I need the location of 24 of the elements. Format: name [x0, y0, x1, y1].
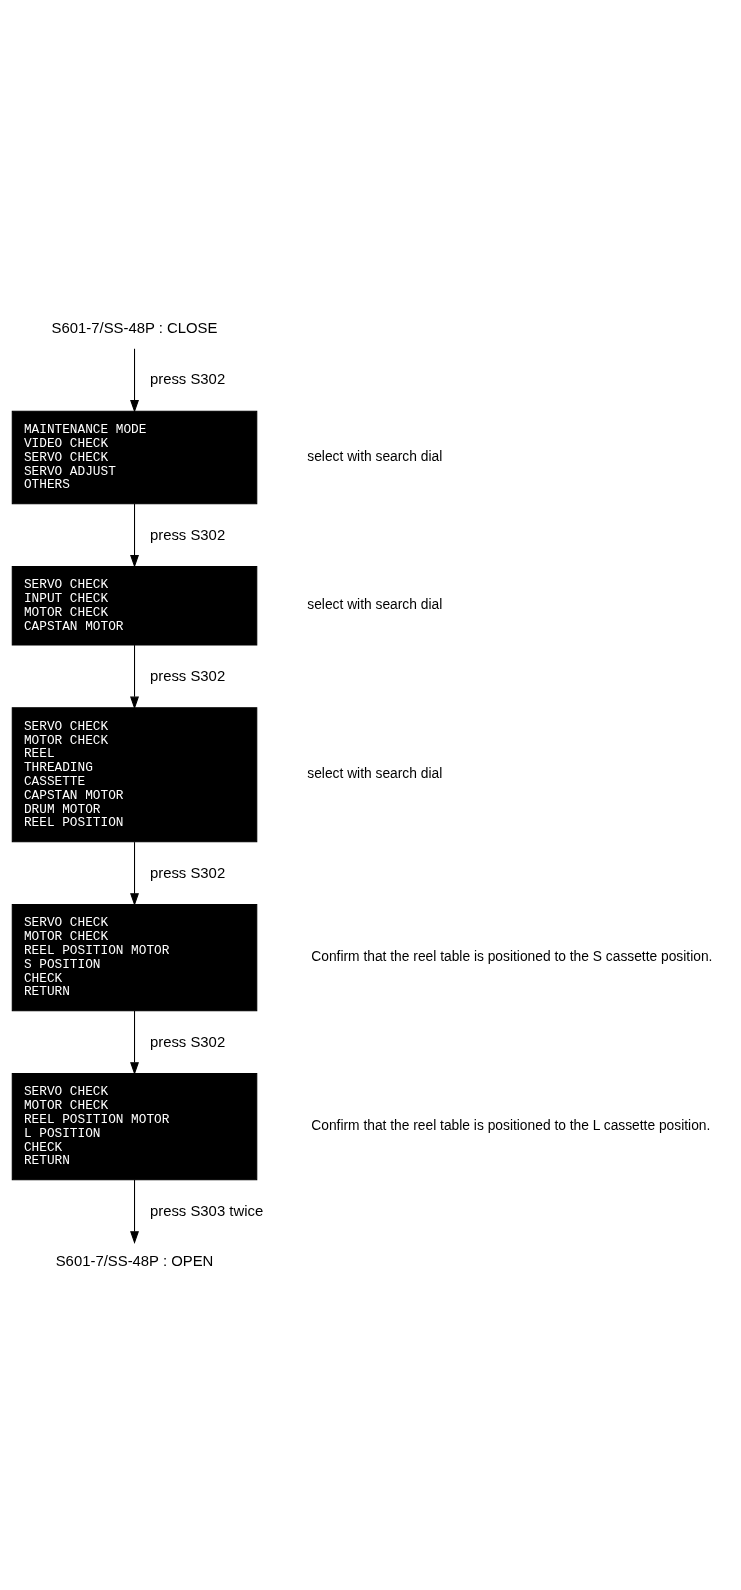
node-label: Confirm that the reel table is positioned to the L cassette position. — [311, 1116, 711, 1133]
arrow — [130, 841, 139, 906]
edge-label: press S302 — [149, 370, 226, 387]
arrow — [130, 502, 139, 568]
node-text: S601-7/SS-48P : OPEN — [55, 1252, 214, 1269]
edge-label: press S302 — [149, 1033, 226, 1050]
edge-label: press S302 — [149, 526, 226, 543]
edge-label: press S303 twice — [149, 1202, 264, 1219]
node-label: select with search dial — [307, 764, 443, 781]
arrow — [130, 1178, 139, 1244]
node-box: SERVO CHECK MOTOR CHECK REEL THREADING CASSETTE CAPSTAN MOTOR DRUM MOTOR REEL POSITION — [11, 706, 258, 842]
node-text: S601-7/SS-48P : CLOSE — [51, 319, 218, 336]
node-box: SERVO CHECK MOTOR CHECK REEL POSITION MOTOR L POSITION CHECK RETURN — [11, 1072, 258, 1180]
node-label: select with search dial — [307, 447, 443, 464]
node-box: MAINTENANCE MODE VIDEO CHECK SERVO CHECK SERVO ADJUST OTHERS — [11, 410, 258, 504]
node-label: Confirm that the reel table is positioned to the S cassette position. — [311, 947, 713, 964]
edge-label: press S302 — [149, 667, 226, 684]
arrow — [130, 644, 139, 709]
arrow — [130, 347, 139, 413]
node-box: SERVO CHECK INPUT CHECK MOTOR CHECK CAPSTAN MOTOR — [11, 565, 258, 646]
node-box: SERVO CHECK MOTOR CHECK REEL POSITION MOTOR S POSITION CHECK RETURN — [11, 903, 258, 1011]
edge-label: press S302 — [149, 864, 226, 881]
node-label: select with search dial — [307, 595, 443, 612]
arrow — [130, 1010, 139, 1075]
